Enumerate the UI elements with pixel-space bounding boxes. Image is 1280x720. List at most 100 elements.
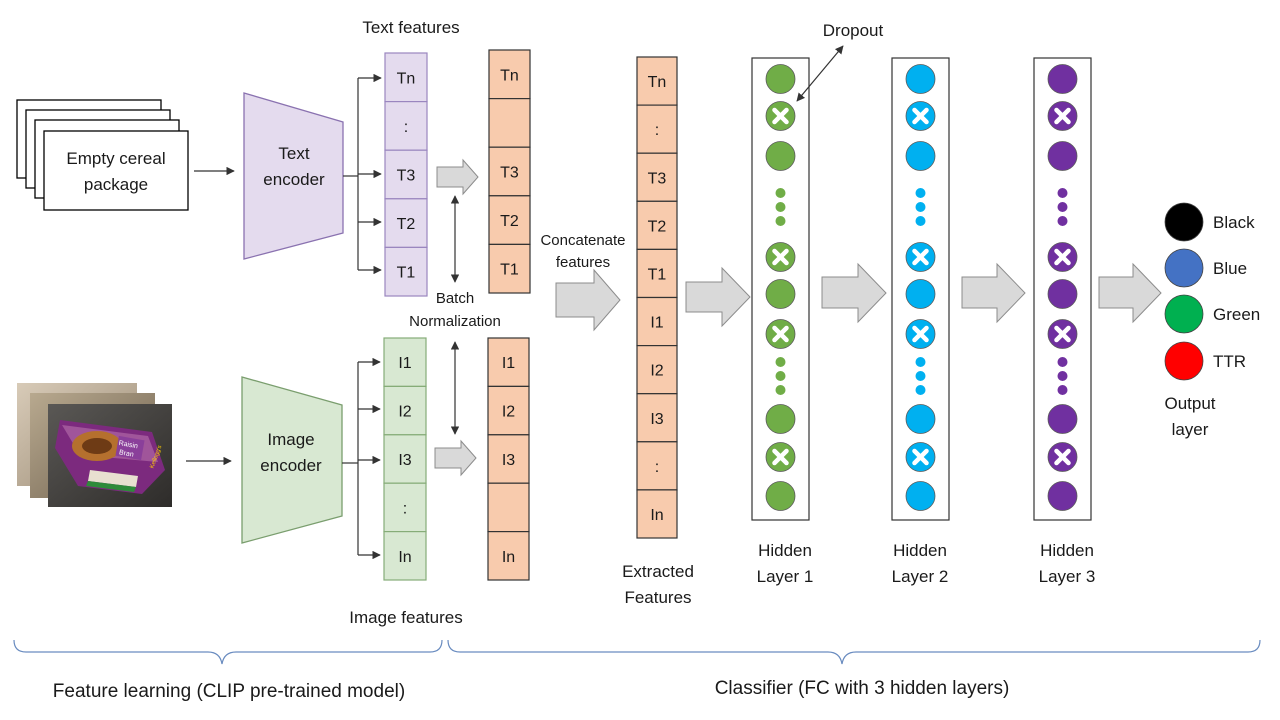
image-norm-arrow (434, 439, 477, 477)
feature-cell-label: I2 (650, 363, 663, 380)
dropped-neuron-icon (905, 242, 936, 272)
text-encoder-outputs (343, 73, 382, 275)
dropped-neuron-icon (765, 101, 796, 131)
image-features-label: Image features (349, 608, 462, 627)
feature-cell: : (636, 104, 678, 154)
neuron (1047, 481, 1078, 511)
extracted-label-line1: Extracted (622, 562, 694, 581)
feature-cell: I1 (383, 337, 427, 388)
ellipsis-dot (915, 188, 926, 198)
dropped-neuron-icon (1047, 319, 1078, 349)
feature-cell-label: T1 (500, 262, 519, 279)
neuron (905, 64, 936, 94)
ellipsis-dot (915, 202, 926, 212)
neuron (765, 404, 796, 434)
feature-cell: Tn (636, 56, 678, 106)
output-layer-label-line2: layer (1172, 420, 1209, 439)
batch-norm-line1: Batch (436, 290, 474, 307)
output-label: Green (1213, 305, 1260, 324)
feature-cell: T3 (636, 152, 678, 202)
feature-cell-label: T2 (397, 216, 416, 233)
feature-cell: Tn (384, 52, 428, 103)
ellipsis-dot (775, 371, 786, 381)
feature-cell: T2 (488, 195, 531, 246)
ellipsis-dot (775, 188, 786, 198)
feature-cell-label: Tn (500, 67, 519, 84)
feature-cell: I1 (487, 337, 530, 388)
image-encoder: Image encoder (241, 376, 343, 544)
neuron (905, 141, 936, 171)
feature-cell: T1 (488, 243, 531, 294)
dropped-neuron-icon (905, 442, 936, 472)
image-encoder-line1: Image (267, 430, 314, 449)
hidden-layer-label-line1: Hidden (758, 541, 812, 560)
neuron (1047, 404, 1078, 434)
dropped-neuron-icon (905, 319, 936, 349)
feature-cell: In (383, 530, 427, 581)
section-left-label: Feature learning (CLIP pre-trained model… (53, 681, 405, 702)
dropped-neuron-icon (765, 442, 796, 472)
feature-cell: : (636, 441, 678, 491)
image-encoder-line2: encoder (260, 456, 322, 475)
product-line1: Raisin (118, 440, 138, 450)
dropped-neuron-icon (765, 242, 796, 272)
ellipsis-dot (1057, 357, 1068, 367)
feature-cell-label: T2 (500, 213, 519, 230)
feature-cell: : (384, 100, 428, 151)
dropout-arrow (796, 45, 844, 102)
ellipsis-dot (775, 216, 786, 226)
feature-cell-label: I2 (398, 404, 411, 421)
feature-cell (487, 482, 530, 533)
hidden-layer-label-line1: Hidden (1040, 541, 1094, 560)
concat-line2: features (556, 254, 610, 271)
ellipsis-dot (1057, 188, 1068, 198)
output-node: TTR (1164, 341, 1246, 381)
batch-norm-line2: Normalization (409, 313, 501, 330)
feature-cell-label: I3 (650, 411, 663, 428)
feature-cell: I1 (636, 296, 678, 347)
ellipsis-dot (1057, 216, 1068, 226)
input-image-stack: Raisin Bran Kellogg's (17, 383, 172, 507)
feature-cell: I2 (383, 385, 427, 436)
feature-cell: I3 (636, 393, 678, 443)
feature-cell: I3 (487, 434, 530, 484)
neuron (1047, 279, 1078, 309)
feature-cell: I2 (636, 345, 678, 395)
output-label: TTR (1213, 352, 1246, 371)
feature-cell: T2 (636, 200, 678, 251)
feature-cell-label: I3 (398, 452, 411, 469)
ellipsis-dot (775, 357, 786, 367)
feature-learning-brace (13, 639, 443, 665)
feature-cell-label: T2 (648, 218, 667, 235)
feature-cell-label: In (398, 549, 411, 566)
dropped-neuron-icon (1047, 242, 1078, 272)
classifier-brace (447, 639, 1261, 665)
feature-cell-label: In (502, 549, 515, 566)
to-layer3-arrow (961, 262, 1026, 324)
input-text-line1: Empty cereal (66, 149, 165, 168)
text-encoder: Text encoder (243, 92, 344, 260)
text-encoder-line1: Text (278, 144, 309, 163)
layer-box (751, 57, 810, 521)
feature-cell-label: I3 (502, 452, 515, 469)
output-node: Green (1164, 294, 1260, 334)
feature-cell (488, 97, 531, 148)
dropped-neuron-icon (765, 319, 796, 349)
cereal-box-picture: Raisin Bran Kellogg's (55, 420, 165, 494)
output-node: Blue (1164, 248, 1247, 288)
feature-cell-label: I1 (398, 355, 411, 372)
concat-arrow (555, 268, 621, 332)
text-features-label: Text features (362, 18, 459, 37)
ellipsis-dot (915, 385, 926, 395)
feature-cell: In (636, 489, 678, 539)
feature-cell: Tn (488, 49, 531, 100)
